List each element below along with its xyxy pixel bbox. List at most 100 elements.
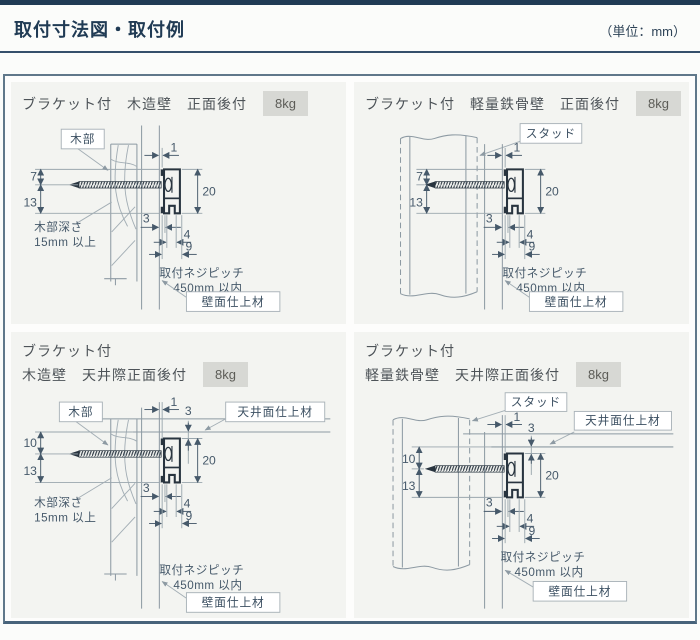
label-wall-finish: 壁面仕上材	[504, 280, 624, 312]
dim-1: 1	[144, 395, 179, 439]
dim-3: 3	[483, 212, 524, 233]
dim-7-label: 7	[30, 170, 37, 184]
dim-9-label: 9	[186, 240, 193, 254]
dim-ceiling-gap-label: 3	[528, 421, 535, 435]
unit-note: （単位：mm）	[599, 24, 686, 39]
dim-4: 4	[496, 215, 535, 248]
wall-finish-lines	[484, 415, 503, 609]
dim-1: 1	[144, 141, 179, 168]
dim-3: 3	[140, 481, 181, 503]
wall-finish-lines	[141, 402, 160, 609]
note-screw-pitch: 取付ネジピッチ 450mm 以内	[502, 267, 587, 295]
page-title: 取付寸法図・取付例	[14, 20, 185, 40]
label-wood: 木部	[60, 128, 109, 171]
wood-section	[104, 143, 138, 286]
dim-4-label: 4	[527, 228, 534, 242]
wood-section	[104, 418, 138, 581]
panel-wood-ceiling-line1: ブラケット付	[22, 343, 112, 359]
dim-3-label: 3	[486, 212, 493, 226]
dim-ceiling-gap-label: 3	[185, 404, 192, 418]
dim-20: 20	[524, 168, 559, 214]
wall-finish-label: 壁面仕上材	[202, 596, 265, 610]
screw	[424, 465, 505, 473]
label-stud: スタッド	[471, 392, 568, 422]
rail-profile	[160, 437, 181, 484]
rail-profile	[160, 168, 181, 215]
wood-depth-line2: 15mm 以上	[34, 236, 96, 249]
dim-13-label: 13	[23, 464, 37, 478]
ceiling-lines	[463, 433, 674, 448]
screw	[68, 181, 162, 189]
dim-20-label: 20	[545, 185, 559, 199]
diagram-steel-front: スタッド	[399, 123, 624, 312]
dim-4-label: 4	[184, 228, 191, 242]
note-screw-pitch: 取付ネジピッチ 450mm 以内	[500, 551, 584, 579]
note-screw-pitch: 取付ネジピッチ 450mm 以内	[159, 267, 243, 295]
dim-20-label: 20	[545, 469, 559, 483]
wall-finish-label: 壁面仕上材	[202, 295, 265, 309]
label-wood: 木部	[58, 401, 109, 446]
dim-ceiling-gap: 3	[182, 404, 194, 464]
diagram-steel-ceiling: スタッド 天井面仕上材 1	[392, 392, 674, 609]
dim-1-label: 1	[171, 141, 178, 155]
panel-wood-ceiling-title1: ブラケット付	[22, 341, 335, 362]
dim-1: 1	[487, 141, 522, 168]
weight-badge: 8kg	[203, 362, 248, 387]
stud-section	[399, 134, 478, 298]
note-wood-depth: 木部深さ 15mm 以上	[34, 477, 112, 525]
wood-label: 木部	[70, 132, 95, 146]
dim-1-label: 1	[171, 395, 178, 409]
dim-1-label: 1	[514, 410, 521, 424]
dim-20-label: 20	[202, 454, 216, 468]
stud-label: スタッド	[511, 396, 561, 409]
wall-finish-label: 壁面仕上材	[545, 295, 608, 309]
wood-depth-line2: 15mm 以上	[34, 512, 96, 525]
dim-1: 1	[487, 410, 522, 453]
pitch-line2: 450mm 以内	[516, 281, 585, 295]
dim-4: 4	[496, 499, 535, 532]
panel-steel-ceiling-title1: ブラケット付	[365, 341, 678, 362]
dim-7-label: 7	[416, 170, 423, 184]
dim-4: 4	[153, 484, 192, 518]
diagram-wood-ceiling: 1 3	[23, 395, 331, 613]
dim-13-label: 13	[402, 479, 416, 493]
wall-finish-lines	[141, 125, 160, 310]
ceiling-finish-label: 天井面仕上材	[237, 405, 313, 419]
dim-9: 9	[492, 215, 540, 260]
screw	[424, 181, 505, 189]
dim-9-label: 9	[529, 524, 536, 538]
stud-section	[392, 415, 471, 571]
dim-10-label: 10	[23, 436, 37, 450]
dim-20: 20	[524, 452, 559, 499]
dim-9: 9	[149, 484, 197, 529]
dim-3-label: 3	[143, 481, 150, 495]
dim-3: 3	[483, 496, 524, 518]
panel-steel-ceiling-line2: 軽量鉄骨壁 天井際正面後付	[365, 367, 560, 383]
dim-13-label: 13	[409, 196, 423, 210]
panel-wood-ceiling-line2: 木造壁 天井際正面後付	[22, 367, 187, 383]
pitch-line1: 取付ネジピッチ	[502, 267, 587, 280]
diagram-wood-front: 7 13 20 1 3	[23, 125, 281, 312]
rail-profile	[503, 168, 524, 215]
weight-badge: 8kg	[263, 91, 308, 116]
label-ceiling-finish: 天井面仕上材	[549, 410, 672, 445]
wood-depth-line1: 木部深さ	[34, 496, 83, 510]
dim-9-label: 9	[529, 240, 536, 254]
dim-4: 4	[153, 215, 192, 248]
dim-7-13: 7 13	[23, 168, 161, 214]
dim-1-label: 1	[514, 141, 521, 155]
label-wall-finish: 壁面仕上材	[161, 581, 281, 613]
dim-9-label: 9	[186, 509, 193, 523]
dim-13-label: 13	[23, 196, 37, 210]
page-header: 取付寸法図・取付例 （単位：mm）	[0, 5, 700, 53]
dim-7-13: 7 13	[409, 168, 504, 214]
pitch-line2: 450mm 以内	[173, 281, 242, 295]
note-wood-depth: 木部深さ 15mm 以上	[34, 201, 112, 249]
note-screw-pitch: 取付ネジピッチ 450mm 以内	[159, 564, 243, 592]
stud-label: スタッド	[526, 128, 576, 141]
